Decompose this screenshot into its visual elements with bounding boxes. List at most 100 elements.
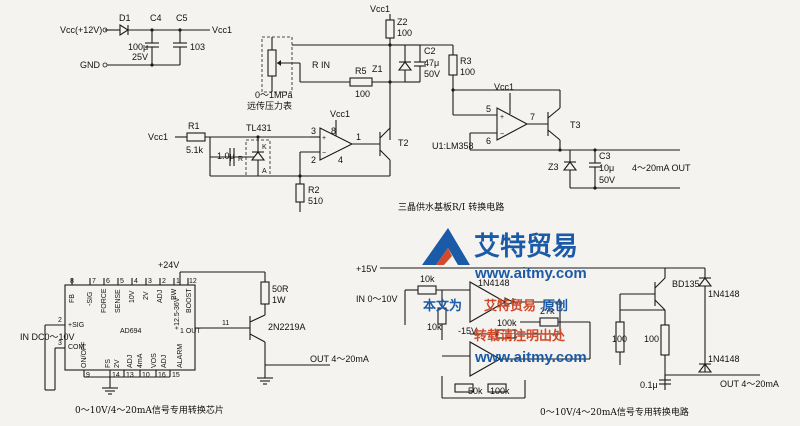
pin2: 2 xyxy=(311,155,316,165)
r2-value: 510 xyxy=(308,196,323,206)
vcc1-opamp2: Vcc1 xyxy=(494,82,514,92)
svg-text:6: 6 xyxy=(106,278,110,285)
svg-text:FB: FB xyxy=(69,294,76,303)
c5-value: 103 xyxy=(190,42,205,52)
svg-text:16: 16 xyxy=(158,372,166,379)
diode-top: 1N4148 xyxy=(478,278,510,288)
pin-top-1: 8 xyxy=(70,278,74,285)
r5-label: R5 xyxy=(355,66,367,76)
r27k: 27k xyxy=(540,306,555,316)
watermark-url-bottom: www.aitmy.com xyxy=(474,349,587,366)
right-input-label: IN 0～10V xyxy=(356,294,398,304)
svg-text:−: − xyxy=(500,131,504,138)
svg-text:ADJ: ADJ xyxy=(161,355,168,368)
diode-right-top: 1N4148 xyxy=(708,289,740,299)
svg-text:15: 15 xyxy=(172,372,180,379)
input-protection: Vcc1 Z2 100 Z1 C2 47μ 50V R5 100 xyxy=(299,4,440,140)
svg-text:1: 1 xyxy=(176,278,180,285)
top-output-label: 4～20mA OUT xyxy=(632,163,691,173)
transistor-2n2219a: 2N2219A xyxy=(268,322,306,332)
ad694-circuit: +24V 50R 1W 8 7 6 5 4 3 2 1 12 FB -SIG F… xyxy=(20,260,369,416)
svg-text:+12.5-36V: +12.5-36V xyxy=(174,297,181,330)
svg-text:14: 14 xyxy=(112,372,120,379)
output-stage: R3 100 Vcc1 + 5 − 6 7 U1:LM358 T3 Z3 xyxy=(420,44,691,190)
top-caption: 三晶供水基板R/I 转换电路 xyxy=(398,201,504,213)
gnd-label: GND xyxy=(80,60,101,70)
svg-text:1 OUT: 1 OUT xyxy=(180,328,201,335)
svg-text:4: 4 xyxy=(134,278,138,285)
diode-right-bottom: 1N4148 xyxy=(708,354,740,364)
pin4: 4 xyxy=(338,155,343,165)
tl431-k: K xyxy=(262,144,267,151)
r2-label: R2 xyxy=(308,185,320,195)
vcc1-opamp1: Vcc1 xyxy=(330,109,350,119)
svg-text:−: − xyxy=(322,150,326,157)
r10k-b: 10k xyxy=(427,322,442,332)
u1-label: U1:LM358 xyxy=(432,141,474,151)
svg-text:VOS: VOS xyxy=(151,353,158,368)
pin1: 1 xyxy=(356,132,361,142)
svg-text:ADJ: ADJ xyxy=(127,355,134,368)
vcc1-top-label: Vcc1 xyxy=(370,4,390,14)
svg-text:2: 2 xyxy=(162,278,166,285)
tl431-r: R xyxy=(238,156,243,163)
right-caption: 0～10V/4～20mA信号专用转换电路 xyxy=(540,406,689,418)
t3-label: T3 xyxy=(570,120,581,130)
z2-label: Z2 xyxy=(397,17,408,27)
c2-label: C2 xyxy=(424,46,436,56)
power-input-section: Vcc(+12V) D1 Vcc1 C4 100μ 25V C5 103 GND xyxy=(60,13,232,70)
svg-text:5: 5 xyxy=(120,278,124,285)
c4-label: C4 xyxy=(150,13,162,23)
svg-text:FS: FS xyxy=(105,359,112,368)
r5-value: 100 xyxy=(355,89,370,99)
ad694-output-label: OUT 4～20mA xyxy=(310,354,369,364)
discrete-converter-circuit: +15V 1N4148 BD135 IN 0～10V 10k 10k 1N414… xyxy=(356,264,779,418)
z3-label: Z3 xyxy=(548,162,559,172)
svg-text:COM: COM xyxy=(68,344,85,351)
svg-text:7: 7 xyxy=(92,278,96,285)
d1-label: D1 xyxy=(119,13,131,23)
svg-text:11: 11 xyxy=(222,320,229,327)
svg-text:13: 13 xyxy=(126,372,134,379)
svg-text:2: 2 xyxy=(58,317,62,324)
svg-text:12: 12 xyxy=(189,278,197,285)
svg-text:4mA: 4mA xyxy=(137,353,144,368)
pin5-label: + xyxy=(500,114,504,121)
watermark-line2: 转载请注明出处 xyxy=(474,328,566,344)
svg-text:+SIG: +SIG xyxy=(68,322,84,329)
tl431-label: TL431 xyxy=(246,123,272,133)
c4-value: 100μ xyxy=(128,42,148,52)
pin7: 7 xyxy=(530,112,535,122)
sensor-range: 0～1MPa xyxy=(255,90,293,100)
pin8: 8 xyxy=(331,126,336,136)
vcc-output-label: Vcc1 xyxy=(212,25,232,35)
r100-a: 100 xyxy=(612,334,627,344)
svg-text:3: 3 xyxy=(148,278,152,285)
c4-voltage: 25V xyxy=(132,52,148,62)
tl431-a: A xyxy=(262,168,267,175)
r100k-b: 100k xyxy=(490,386,510,396)
r-in-label: R IN xyxy=(312,60,330,70)
r1-value: 5.1k xyxy=(186,145,204,155)
r-50r: 50R xyxy=(272,284,289,294)
t2-label: T2 xyxy=(398,138,409,148)
r10k-a: 10k xyxy=(420,274,435,284)
neg-15v: -15V xyxy=(458,326,477,336)
svg-text:2V: 2V xyxy=(143,291,150,300)
watermark-line1-mid: 艾特贸易 xyxy=(484,298,536,314)
vcc-input-label: Vcc(+12V) xyxy=(60,25,102,35)
svg-text:BOOST: BOOST xyxy=(186,288,193,313)
svg-text:3: 3 xyxy=(58,340,62,347)
r-1w: 1W xyxy=(272,295,286,305)
r3-value: 100 xyxy=(460,67,475,77)
vcc1-r1: Vcc1 xyxy=(148,132,168,142)
pin3: 3 xyxy=(311,126,316,136)
c5-label: C5 xyxy=(176,13,188,23)
sensor-name: 远传压力表 xyxy=(247,100,292,112)
c3-value: 10μ xyxy=(599,163,614,173)
svg-text:-SIG: -SIG xyxy=(87,292,94,306)
supply-15v: +15V xyxy=(356,264,377,274)
watermark: 艾特贸易 www.aitmy.com 本文为 艾特贸易 原创 转载请注明出处 w… xyxy=(422,228,587,366)
cap-01u: 0.1μ xyxy=(640,380,658,390)
c2-value: 47μ xyxy=(424,58,439,68)
